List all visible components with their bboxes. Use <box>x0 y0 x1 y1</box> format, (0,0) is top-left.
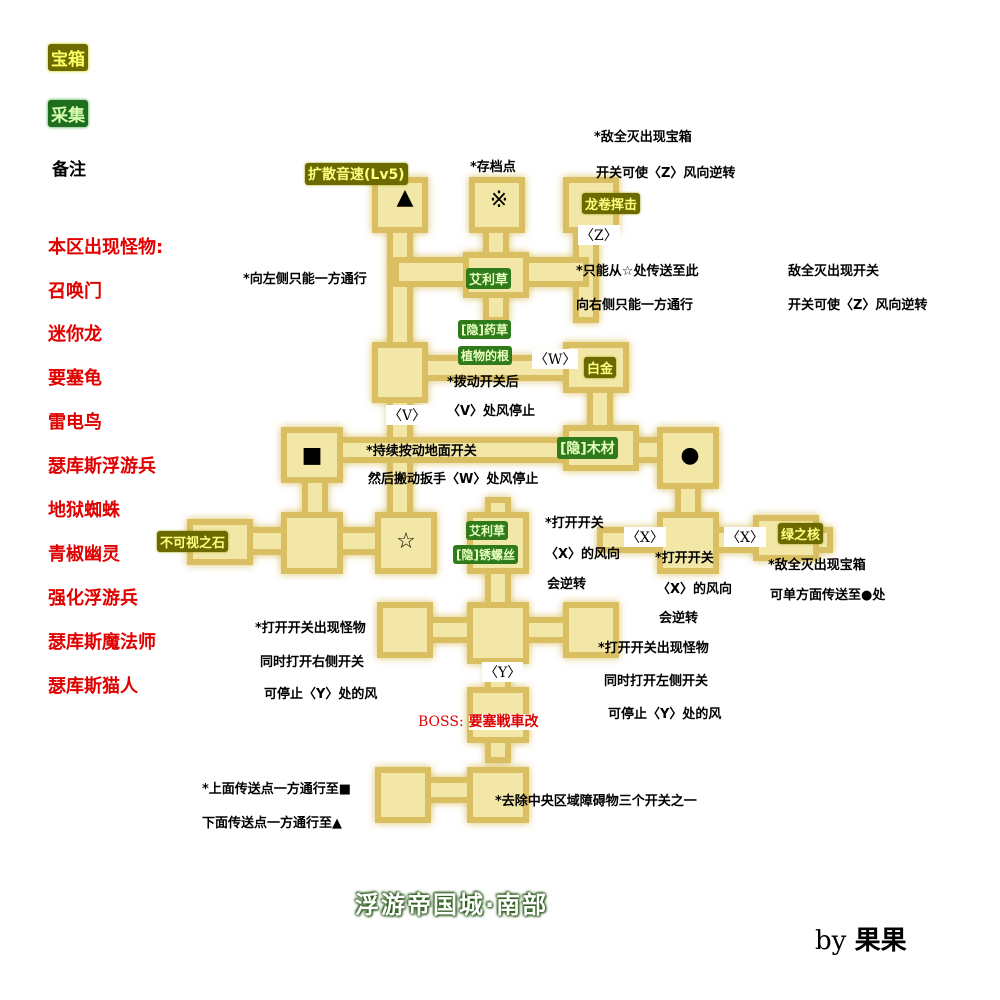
room-label-hidden-screw: [隐]锈螺丝 <box>453 545 518 564</box>
note: 可停止〈Y〉处的风 <box>608 707 722 722</box>
room <box>375 512 437 574</box>
room <box>372 177 428 233</box>
save-point-label: *存档点 <box>470 160 516 175</box>
room <box>467 767 529 823</box>
note: *上面传送点一方通行至■ <box>202 782 352 797</box>
note: 会逆转 <box>659 611 699 626</box>
square-icon: ■ <box>301 443 323 468</box>
wind-marker-v: 〈V〉 <box>386 405 429 425</box>
room <box>657 512 719 574</box>
note: 〈X〉的风向 <box>545 547 621 562</box>
note: *去除中央区域障碍物三个开关之一 <box>495 794 697 809</box>
monster-item: 迷你龙 <box>48 324 102 345</box>
room-label-tornado: 龙卷挥击 <box>582 193 641 214</box>
room-label-platinum: 白金 <box>584 357 617 378</box>
monster-item: 召唤门 <box>48 281 102 302</box>
room-label-green-core: 绿之核 <box>778 523 824 544</box>
wind-marker-y: 〈Y〉 <box>482 662 524 682</box>
monster-header: 本区出现怪物: <box>48 237 164 258</box>
triangle-icon: ▲ <box>396 185 414 210</box>
monster-item: 青椒幽灵 <box>48 544 120 565</box>
room <box>372 342 428 403</box>
note: *打开开关出现怪物 <box>598 641 709 656</box>
wind-marker-w: 〈W〉 <box>532 349 579 369</box>
room <box>563 602 619 658</box>
room-label-hidden-herb: [隐]药草 <box>458 320 511 339</box>
star-icon: ☆ <box>396 529 416 554</box>
room <box>377 602 433 658</box>
note: 会逆转 <box>547 577 587 592</box>
note: *拨动开关后 <box>447 375 519 390</box>
wind-marker-x: 〈X〉 <box>624 527 666 547</box>
room <box>281 427 343 483</box>
note: *只能从☆处传送至此 <box>576 264 699 279</box>
monster-item: 地狱蜘蛛 <box>48 500 120 521</box>
room-label-hidden-wood: [隐]木材 <box>557 437 618 459</box>
note: 可停止〈Y〉处的风 <box>264 687 378 702</box>
note: 同时打开左侧开关 <box>604 674 709 689</box>
note: 下面传送点一方通行至▲ <box>202 816 342 831</box>
boss-label: BOSS: 要塞戦車改 <box>418 711 539 731</box>
monster-item: 瑟库斯魔法师 <box>48 632 156 653</box>
boss-prefix: BOSS: <box>418 714 464 730</box>
room-label-erlicao-mid: 艾利草 <box>466 521 509 540</box>
note: *持续按动地面开关 <box>366 444 477 459</box>
note: *打开开关 <box>545 516 604 531</box>
circle-icon: ● <box>680 443 700 468</box>
wind-marker-x: 〈X〉 <box>724 527 766 547</box>
author-name: 果果 <box>854 926 907 956</box>
wind-marker-z: 〈Z〉 <box>578 225 620 245</box>
note: 同时打开右侧开关 <box>260 655 365 670</box>
monster-item: 要塞龟 <box>48 368 102 389</box>
room-label-erlicao-top: 艾利草 <box>466 268 512 289</box>
note: *敌全灭出现宝箱 <box>594 130 692 145</box>
monster-item: 瑟库斯浮游兵 <box>48 456 156 477</box>
note: *打开开关 <box>655 551 714 566</box>
note: *敌全灭出现宝箱 <box>768 558 866 573</box>
note: 开关可使〈Z〉风向逆转 <box>596 166 736 181</box>
note: 可单方面传送至●处 <box>770 588 886 603</box>
note: *打开开关出现怪物 <box>255 621 366 636</box>
kome-icon: ※ <box>489 188 509 213</box>
monster-item: 强化浮游兵 <box>48 588 138 609</box>
note: 然后搬动扳手〈W〉处风停止 <box>368 472 539 487</box>
author-credit: by 果果 <box>815 920 907 957</box>
boss-name: 要塞戦車改 <box>468 714 539 730</box>
note: 〈X〉的风向 <box>657 582 733 597</box>
note: 〈V〉处风停止 <box>447 404 536 419</box>
room-label-spread-sound: 扩散音速(Lv5) <box>305 163 408 185</box>
room-label-invisible-stone: 不可视之石 <box>157 531 229 552</box>
note: *向左侧只能一方通行 <box>243 272 367 287</box>
monster-item: 瑟库斯猫人 <box>48 676 138 697</box>
note: 敌全灭出现开关 <box>788 264 880 279</box>
legend-note: 备注 <box>52 160 86 180</box>
map-title: 浮游帝国城·南部 <box>355 891 549 919</box>
room <box>657 427 719 489</box>
room-label-plant-root: 植物的根 <box>458 346 513 365</box>
author-by: by <box>815 926 847 956</box>
monster-item: 雷电鸟 <box>48 412 102 433</box>
room <box>467 602 529 664</box>
room <box>469 177 525 233</box>
note: 向右侧只能一方通行 <box>576 298 694 313</box>
room <box>281 512 343 574</box>
room <box>375 767 431 823</box>
legend-gather: 采集 <box>48 100 88 127</box>
legend-treasure: 宝箱 <box>48 44 88 71</box>
note: 开关可使〈Z〉风向逆转 <box>788 298 928 313</box>
